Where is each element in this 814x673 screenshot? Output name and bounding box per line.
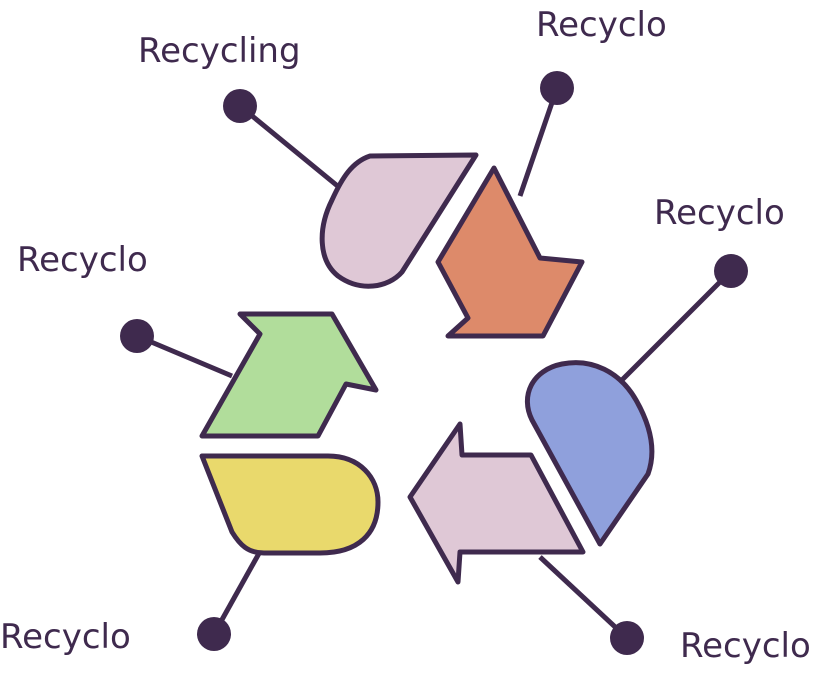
connector-bottom-right <box>538 555 629 640</box>
dot-left <box>120 319 154 353</box>
label-left: Recyclo <box>17 240 148 280</box>
connector-top-right <box>517 87 560 197</box>
segment-orange-arrow <box>435 165 585 339</box>
label-bottom-left: Recyclo <box>0 617 131 657</box>
segment-green-arrow <box>199 311 379 439</box>
label-right: Recyclo <box>654 193 785 233</box>
label-bottom-right: Recyclo <box>680 626 811 666</box>
connector-top-left <box>238 104 342 190</box>
dot-top-left <box>223 89 257 123</box>
segment-lilac-arrow <box>407 421 586 585</box>
segment-blue-leaf <box>525 360 655 547</box>
connector-right <box>620 269 733 382</box>
dot-bottom-left <box>197 617 231 651</box>
segment-pink-leaf <box>319 152 479 289</box>
dot-bottom-right <box>610 621 644 655</box>
label-top-left: Recycling <box>138 31 301 71</box>
dot-top-right <box>540 71 574 105</box>
connector-left <box>136 333 233 379</box>
dot-right <box>714 254 748 288</box>
label-top-right: Recyclo <box>536 5 667 45</box>
segment-yellow-leaf <box>199 453 381 556</box>
